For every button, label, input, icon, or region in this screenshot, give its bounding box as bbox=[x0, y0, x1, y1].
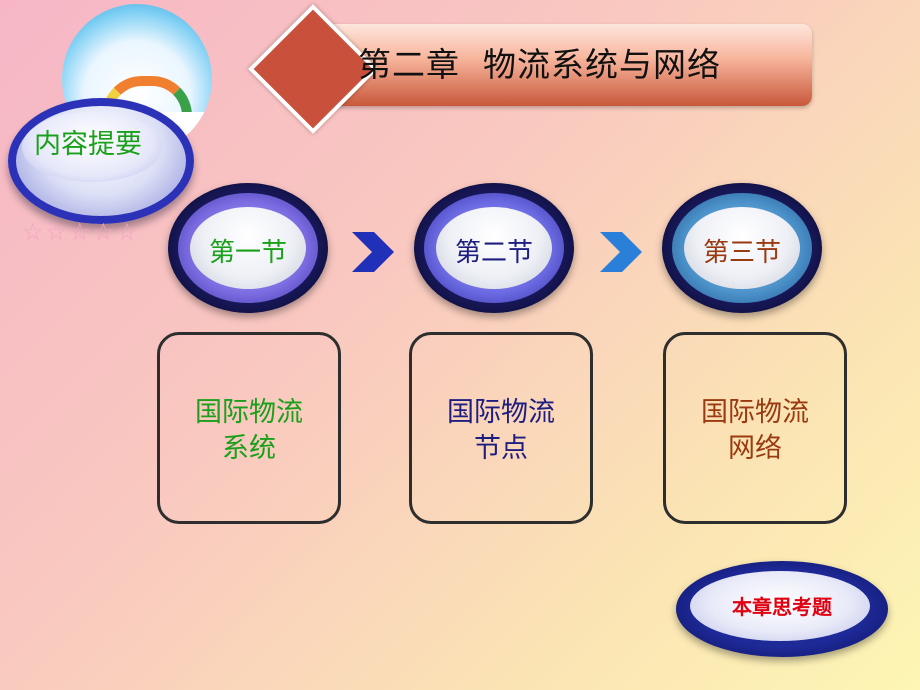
topic-line: 国际物流 bbox=[447, 397, 555, 428]
title-banner bbox=[300, 24, 812, 106]
chapter-questions-face bbox=[690, 571, 870, 641]
section-3-button[interactable]: 第三节 bbox=[662, 183, 822, 313]
section-1-button[interactable]: 第一节 bbox=[168, 183, 328, 313]
section-3-box[interactable]: 国际物流 网络 bbox=[663, 332, 847, 524]
section-3-topic: 国际物流 网络 bbox=[666, 395, 844, 467]
chapter-questions-button[interactable]: 本章思考题 bbox=[676, 561, 888, 657]
section-1-box[interactable]: 国际物流 系统 bbox=[157, 332, 341, 524]
topic-line: 国际物流 bbox=[195, 397, 303, 428]
section-face bbox=[190, 207, 306, 289]
topic-line: 节点 bbox=[474, 433, 528, 464]
section-2-topic: 国际物流 节点 bbox=[412, 395, 590, 467]
summary-badge-face bbox=[22, 112, 162, 182]
section-2-button[interactable]: 第二节 bbox=[414, 183, 574, 313]
section-face bbox=[684, 207, 800, 289]
stars-decoration: ☆☆☆☆☆ bbox=[22, 218, 140, 246]
section-2-label: 第二节 bbox=[454, 238, 533, 268]
summary-label: 内容提要 bbox=[34, 129, 142, 160]
section-2-box[interactable]: 国际物流 节点 bbox=[409, 332, 593, 524]
topic-line: 国际物流 bbox=[701, 397, 809, 428]
section-1-topic: 国际物流 系统 bbox=[160, 395, 338, 467]
page-title: 第二章 物流系统与网络 bbox=[358, 45, 721, 84]
section-1-label: 第一节 bbox=[208, 238, 287, 268]
section-face bbox=[436, 207, 552, 289]
section-3-label: 第三节 bbox=[702, 238, 781, 268]
chapter-questions-label: 本章思考题 bbox=[732, 595, 832, 619]
topic-line: 网络 bbox=[728, 433, 782, 464]
topic-line: 系统 bbox=[222, 433, 276, 464]
